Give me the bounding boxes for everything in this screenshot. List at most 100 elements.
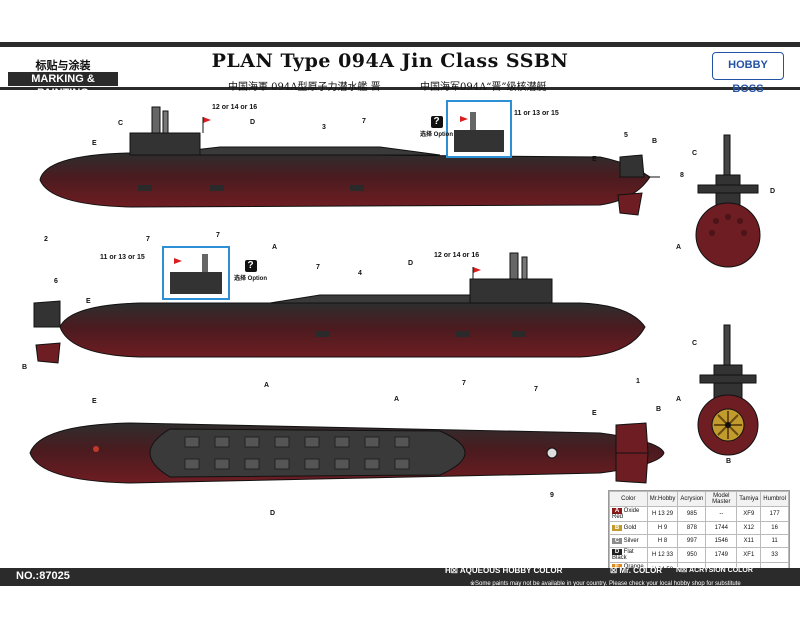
- inset-top: [446, 100, 512, 158]
- callout-bot-e: E: [92, 398, 97, 405]
- callout-top-7b: 7: [146, 236, 150, 243]
- color-name-c: Silver: [623, 538, 639, 544]
- callout-top-7a: 7: [362, 118, 366, 125]
- swatch-a: A: [612, 508, 622, 514]
- cell: 33: [760, 547, 789, 563]
- cell: 1744: [705, 521, 738, 535]
- callout-mid-1: 1: [636, 378, 640, 385]
- inset-top-label: 11 or 13 or 15: [514, 110, 559, 117]
- callout-front-d: D: [770, 188, 776, 195]
- cell: 177: [760, 506, 789, 522]
- col-humbrol: Humbrol: [760, 491, 789, 507]
- option-marker-top: ? 选择 Option: [420, 116, 453, 138]
- rudder-bottom-top: [617, 192, 643, 216]
- hatch-mid-3: [512, 331, 526, 337]
- callout-mid-7a: 7: [316, 264, 320, 271]
- footer-bar: [0, 568, 800, 586]
- cell: 1749: [705, 547, 738, 563]
- cell: H 13 29: [646, 506, 679, 522]
- option-label-top: 选择 Option: [420, 132, 453, 138]
- legend-acrysion: N☒ ACRYSION COLOR: [676, 567, 753, 574]
- callout-mid-e: E: [86, 298, 91, 305]
- bottom-view: [29, 422, 665, 484]
- question-icon: ?: [430, 116, 443, 128]
- color-legend: Color Mr.Hobby Acrysion Model Master Tam…: [608, 490, 790, 582]
- callout-mid-6: 6: [54, 278, 58, 285]
- mid-side-view: [33, 252, 646, 364]
- callout-bot-d: D: [270, 510, 276, 517]
- rudder-top: [619, 154, 645, 178]
- cell: 11: [760, 534, 789, 548]
- rudder-bottom: [615, 422, 649, 454]
- color-table: Color Mr.Hobby Acrysion Model Master Tam…: [609, 491, 789, 578]
- callout-mid-d: D: [408, 260, 414, 267]
- option-label-mid: 选择 Option: [234, 276, 267, 282]
- cell: XF1: [736, 547, 762, 563]
- callout-top-5: 5: [624, 132, 628, 139]
- hull-mid: [59, 302, 646, 358]
- cell: 1546: [705, 534, 738, 548]
- hatch-top-2: [210, 185, 224, 191]
- top-side-view: [39, 106, 660, 216]
- callout-mid-flag: 12 or 14 or 16: [434, 252, 480, 259]
- mast-top: [151, 106, 161, 134]
- callout-bot-9: 9: [550, 492, 554, 499]
- color-name-d: Flat Black: [612, 549, 634, 561]
- subtitle-cn: 中国海軍 094A型原子力潜水艦 晋: [228, 82, 381, 93]
- callout-front-8: 8: [680, 172, 684, 179]
- col-hobby: Mr.Hobby: [646, 491, 679, 507]
- label-cn: 标贴与涂装: [35, 60, 91, 72]
- legend-aqueous: H☒ AQUEOUS HOBBY COLOR: [445, 566, 563, 575]
- rudder-bottom-2: [615, 452, 649, 484]
- hatch-top-3: [350, 185, 364, 191]
- callout-mid-b: B: [22, 364, 28, 371]
- col-mm: Model Master: [705, 491, 738, 507]
- sail-mid: [469, 278, 553, 304]
- mast-mid: [509, 252, 519, 280]
- callout-mid-7c: 7: [534, 386, 538, 393]
- callout-rear-a: A: [676, 396, 682, 403]
- legend-mr-color: ☒ Mr. COLOR: [610, 566, 663, 575]
- callout-top-b: B: [652, 138, 658, 145]
- page-title: PLAN Type 094A Jin Class SSBN: [211, 50, 569, 72]
- callout-bot-e2: E: [592, 410, 597, 417]
- cell: 878: [677, 521, 707, 535]
- cell: 997: [677, 534, 707, 548]
- col-color: Color: [609, 491, 648, 507]
- callout-front-c: C: [692, 150, 698, 157]
- option-marker-mid: ? 选择 Option: [234, 260, 267, 282]
- swatch-b: B: [612, 525, 622, 531]
- callout-rear-b: B: [726, 458, 732, 465]
- rudder-mid: [33, 300, 61, 328]
- hull-front-circle: [695, 202, 761, 268]
- color-name-b: Gold: [623, 525, 637, 531]
- callout-mid-7b: 7: [462, 380, 466, 387]
- table-row: B Gold H 9 878 1744 X12 16: [609, 521, 789, 535]
- cell: 16: [760, 521, 789, 535]
- footer-note: ※Some paints may not be available in you…: [470, 581, 741, 587]
- brand-logo: HOBBY BOSS: [712, 52, 784, 95]
- missile-deck: [149, 428, 466, 478]
- rudder-bottom-mid: [35, 342, 61, 364]
- sail-top: [129, 132, 201, 156]
- subtitle-cn2: 中国海军094A“晋”级核潜艇: [420, 82, 547, 93]
- callout-top-7c: 7: [216, 232, 220, 239]
- swatch-d: D: [612, 549, 622, 555]
- rear-view: [697, 324, 759, 456]
- callout-top-flag: 12 or 14 or 16: [212, 104, 258, 111]
- hatch-top-1: [138, 185, 152, 191]
- col-acrysion: Acrysion: [677, 491, 707, 507]
- cell: 985: [677, 506, 707, 522]
- cell: XF9: [736, 506, 762, 522]
- cell: H 12 33: [646, 547, 679, 563]
- question-icon: ?: [244, 260, 257, 272]
- table-row: C Silver H 8 997 1546 X11 11: [609, 534, 789, 548]
- callout-bot-b: B: [656, 406, 662, 413]
- cell: X11: [736, 534, 762, 548]
- callout-front-a: A: [676, 244, 682, 251]
- swatch-c: C: [612, 538, 622, 544]
- callout-top-a: A: [272, 244, 278, 251]
- cell: 950: [677, 547, 707, 563]
- flag-mid: [473, 267, 481, 273]
- callout-mid-4: 4: [358, 270, 362, 277]
